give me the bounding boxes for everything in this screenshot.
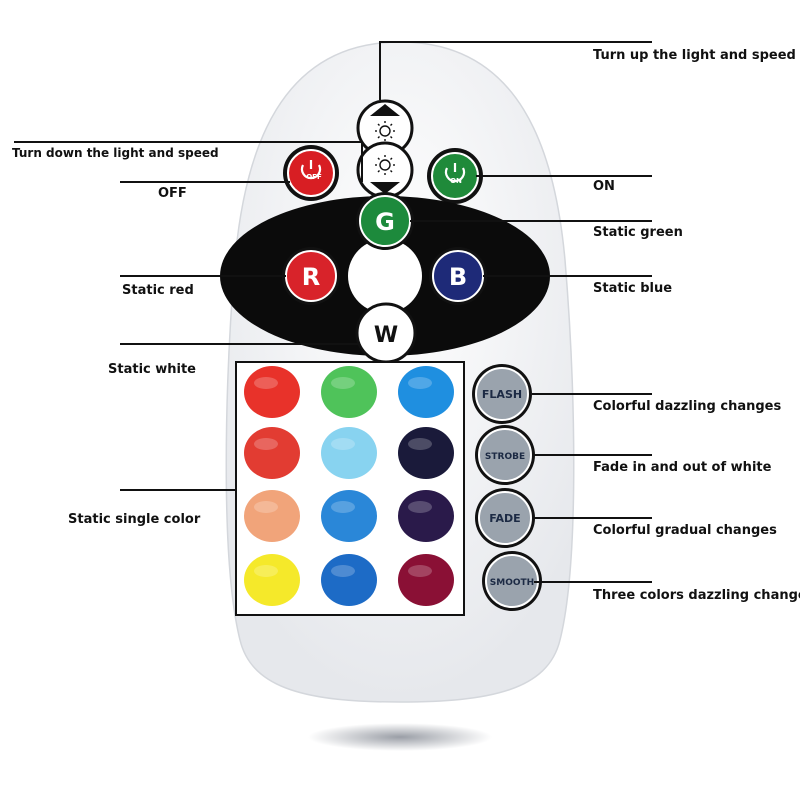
color-button[interactable] bbox=[242, 554, 302, 611]
label-white: Static white bbox=[108, 362, 197, 377]
flash-button[interactable]: FLASH bbox=[472, 364, 532, 424]
leader-line-down bbox=[14, 141, 363, 182]
color-button[interactable] bbox=[319, 490, 379, 547]
label-red: Static red bbox=[122, 283, 194, 298]
label-on: ON bbox=[593, 179, 615, 194]
color-button[interactable] bbox=[396, 366, 456, 423]
white-button-label: W bbox=[374, 323, 398, 348]
label-blue: Static blue bbox=[593, 281, 673, 296]
blue-button-label: B bbox=[449, 263, 467, 291]
power-icon bbox=[444, 163, 466, 183]
label-fade: Colorful gradual changes bbox=[593, 523, 777, 538]
off-button-text: OFF bbox=[306, 173, 322, 181]
smooth-button[interactable]: SMOOTH bbox=[482, 551, 542, 611]
leader-lines bbox=[14, 41, 652, 583]
color-button[interactable] bbox=[396, 554, 456, 611]
label-green: Static green bbox=[593, 225, 683, 240]
blue-button[interactable]: B bbox=[429, 247, 487, 305]
color-grid bbox=[242, 366, 456, 611]
label-strobe: Fade in and out of white bbox=[593, 460, 772, 475]
label-off: OFF bbox=[158, 186, 187, 201]
color-button[interactable] bbox=[319, 427, 379, 484]
sun-icon bbox=[375, 121, 395, 141]
label-smooth: Three colors dazzling changes bbox=[593, 588, 800, 603]
label-up: Turn up the light and speed bbox=[593, 48, 796, 63]
sun-icon bbox=[375, 155, 395, 175]
smooth-button-label: SMOOTH bbox=[490, 578, 534, 588]
white-button[interactable]: W bbox=[355, 302, 417, 364]
brightness-up-button[interactable] bbox=[356, 99, 414, 157]
strobe-button-label: STROBE bbox=[485, 452, 525, 462]
label-single: Static single color bbox=[68, 512, 201, 527]
on-button-text: ON bbox=[450, 177, 462, 185]
label-down: Turn down the light and speed bbox=[12, 146, 219, 160]
green-button-label: G bbox=[375, 208, 395, 236]
color-button[interactable] bbox=[319, 554, 379, 611]
strobe-button[interactable]: STROBE bbox=[475, 425, 535, 485]
mode-buttons: FLASH STROBE FADE SMOOTH bbox=[472, 364, 542, 611]
color-button[interactable] bbox=[242, 427, 302, 484]
on-button[interactable]: ON bbox=[427, 148, 483, 204]
red-button-label: R bbox=[302, 263, 320, 291]
remote-shadow bbox=[308, 723, 492, 751]
label-flash: Colorful dazzling changes bbox=[593, 399, 782, 414]
color-button[interactable] bbox=[396, 490, 456, 547]
fade-button[interactable]: FADE bbox=[475, 488, 535, 548]
color-button[interactable] bbox=[242, 490, 302, 547]
center-white-circle bbox=[348, 239, 422, 313]
color-button[interactable] bbox=[319, 366, 379, 423]
leader-line-up bbox=[379, 41, 652, 100]
flash-button-label: FLASH bbox=[482, 388, 522, 401]
fade-button-label: FADE bbox=[489, 512, 520, 525]
red-button[interactable]: R bbox=[282, 247, 340, 305]
off-button[interactable]: OFF bbox=[283, 145, 339, 201]
brightness-down-button[interactable] bbox=[356, 141, 414, 199]
color-button[interactable] bbox=[242, 366, 302, 423]
color-button[interactable] bbox=[396, 427, 456, 484]
green-button[interactable]: G bbox=[356, 192, 414, 250]
power-icon bbox=[300, 160, 322, 180]
